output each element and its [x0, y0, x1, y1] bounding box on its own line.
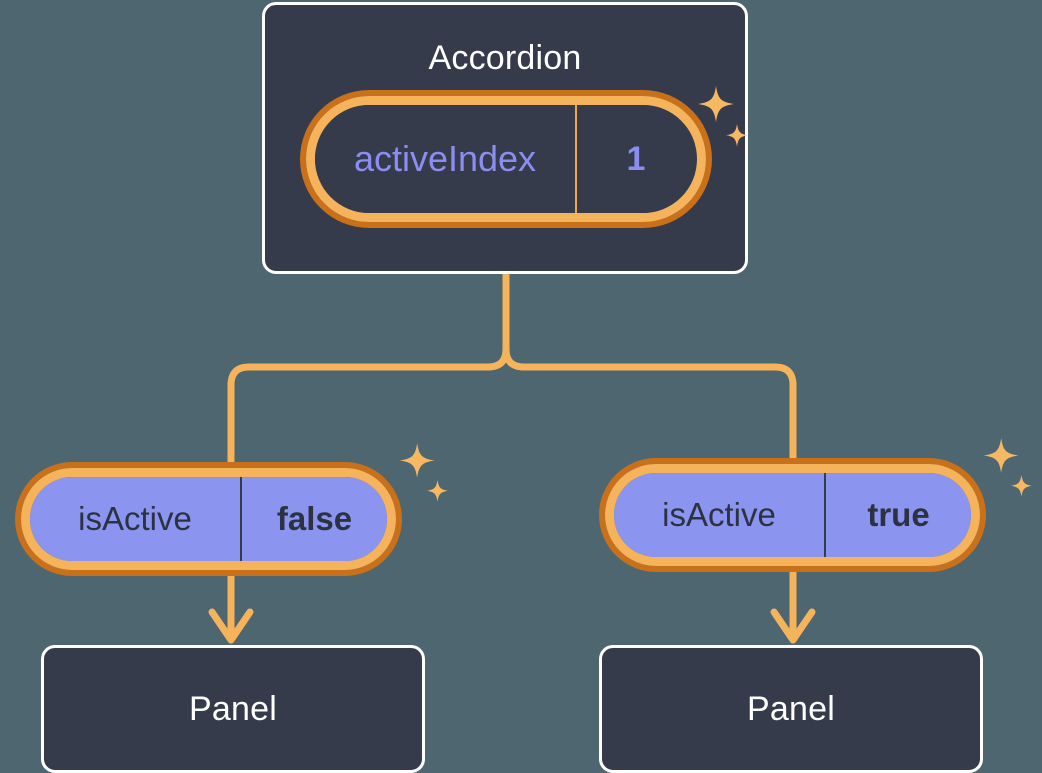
state-pill-isactive-false[interactable]: isActive false [21, 468, 396, 570]
pill-key-label: activeIndex [315, 105, 577, 213]
sparkle-group-right [983, 438, 1033, 497]
connector-root-to-left [227, 271, 510, 474]
arrow-down-icon-left [208, 608, 254, 644]
pill-body[interactable]: isActive false [21, 468, 396, 570]
connector-root-to-right [502, 271, 797, 470]
pill-value-label: true [826, 473, 971, 557]
sparkle-four-point-icon [399, 443, 435, 478]
sparkle-four-point-small-icon [1010, 474, 1033, 497]
pill-key-label: isActive [30, 477, 242, 561]
component-node-panel-right[interactable]: Panel [599, 645, 983, 773]
pill-body[interactable]: activeIndex 1 [306, 96, 706, 222]
pill-key-label: isActive [614, 473, 826, 557]
sparkle-group-left [399, 443, 449, 502]
accordion-title: Accordion [428, 39, 582, 77]
pill-value-label: 1 [577, 105, 695, 213]
panel-title: Panel [189, 690, 277, 728]
pill-value-label: false [242, 477, 387, 561]
sparkle-four-point-icon [983, 438, 1019, 473]
panel-title: Panel [747, 690, 835, 728]
arrow-down-icon-right [770, 608, 816, 644]
state-pill-isactive-true[interactable]: isActive true [605, 464, 980, 566]
pill-body[interactable]: isActive true [605, 464, 980, 566]
state-pill-activeindex[interactable]: activeIndex 1 [306, 96, 706, 222]
component-node-panel-left[interactable]: Panel [41, 645, 425, 773]
sparkle-four-point-small-icon [426, 479, 449, 502]
